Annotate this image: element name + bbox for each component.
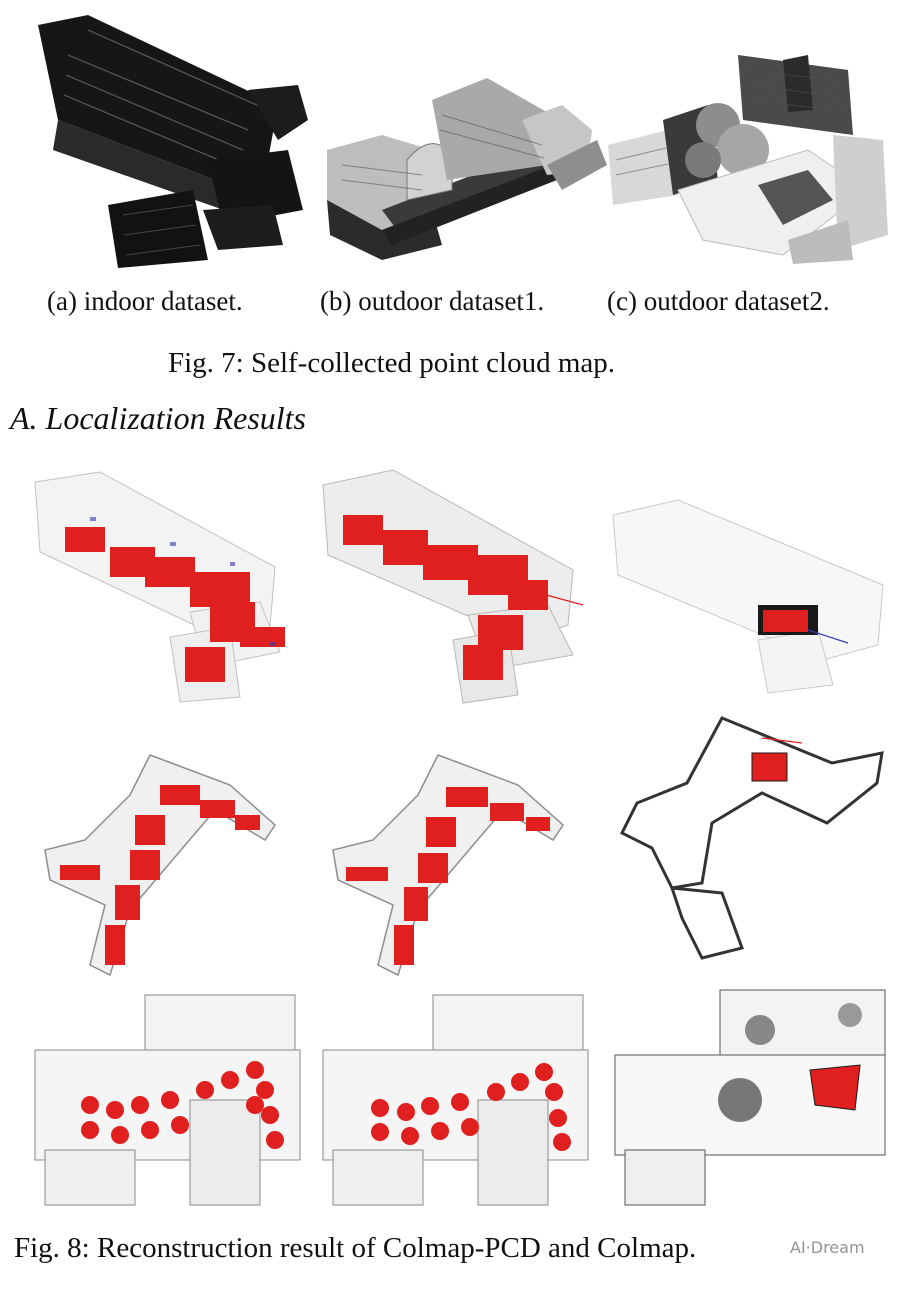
fig7-panel-a-indoor-map xyxy=(28,10,318,270)
fig8-row2-colmap xyxy=(612,708,887,963)
fig8-caption: Fig. 8: Reconstruction result of Colmap-… xyxy=(14,1232,697,1264)
watermark: AI·Dream xyxy=(790,1238,865,1257)
fig7-panel-b-outdoor-map-1 xyxy=(322,70,612,270)
fig7-subcaption-c: (c) outdoor dataset2. xyxy=(607,286,830,316)
fig7-panel-c-outdoor-map-2 xyxy=(608,50,893,265)
section-heading: A. Localization Results xyxy=(10,400,306,436)
fig8-row3-colmap-pcd-b xyxy=(318,990,596,1210)
fig7-caption: Fig. 7: Self-collected point cloud map. xyxy=(168,347,615,379)
fig8-row3-colmap-pcd xyxy=(30,990,308,1210)
fig8-row1-colmap-pcd xyxy=(30,462,308,710)
fig8-row2-colmap-pcd-b xyxy=(318,745,596,983)
fig8-row3-colmap xyxy=(610,985,890,1210)
fig8-row2-colmap-pcd xyxy=(30,745,308,983)
fig8-row1-colmap xyxy=(608,495,888,695)
fig7-subcaption-a: (a) indoor dataset. xyxy=(47,286,243,316)
fig7-subcaption-b: (b) outdoor dataset1. xyxy=(320,286,545,316)
fig8-row1-colmap-pcd-b xyxy=(318,455,598,710)
